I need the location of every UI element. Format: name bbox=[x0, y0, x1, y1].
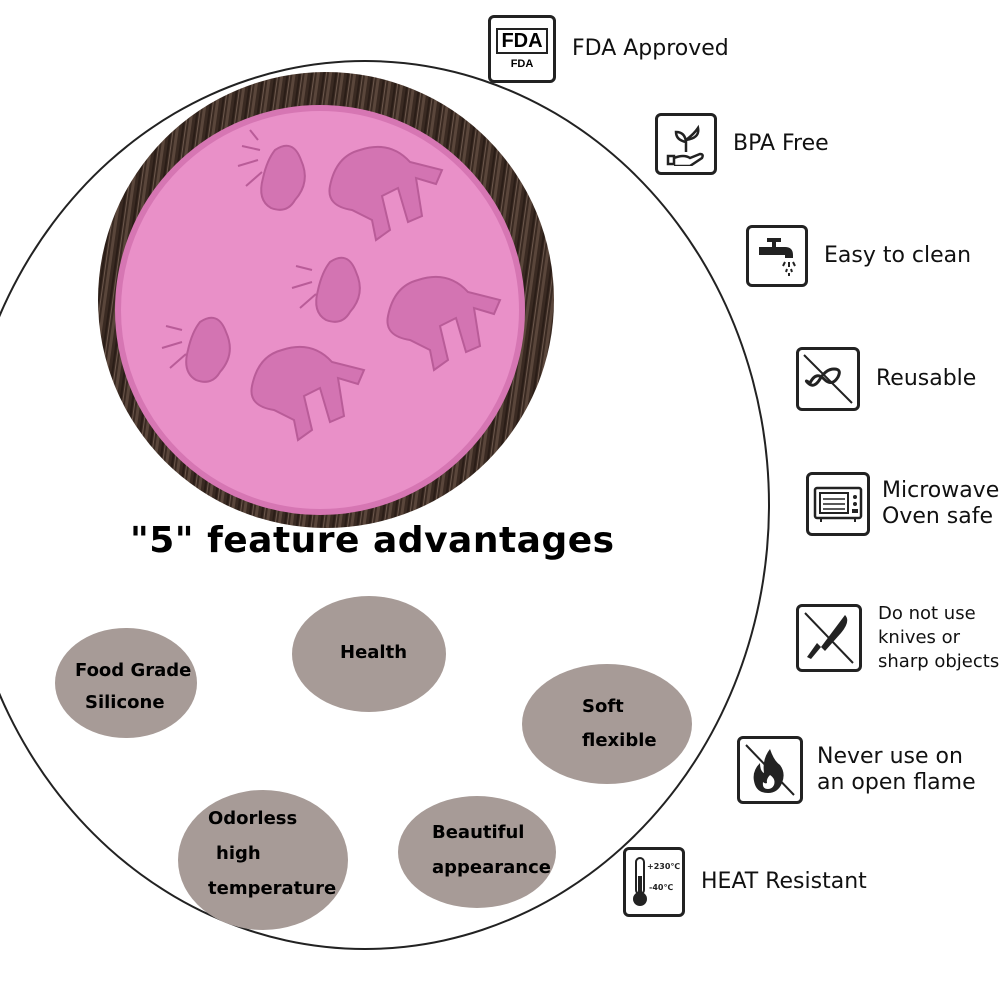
feature-heat-resistant: +230℃ -40℃ HEAT Resistant bbox=[623, 847, 867, 917]
outline-circle bbox=[0, 60, 770, 950]
advantage-line: Beautiful bbox=[432, 822, 525, 843]
feature-fda-approved: FDA FDA FDA Approved bbox=[488, 15, 729, 83]
advantage-line: Health bbox=[340, 642, 408, 663]
feature-label: Reusable bbox=[876, 366, 977, 391]
advantage-line: Odorless bbox=[208, 808, 298, 829]
headline: "5" feature advantages bbox=[130, 520, 615, 561]
feature-label: Never use on an open flame bbox=[817, 744, 976, 795]
deer-cavity bbox=[291, 256, 502, 372]
feature-easy-to-clean: Easy to clean bbox=[746, 225, 971, 287]
no-knife-icon bbox=[796, 604, 862, 672]
svg-text:-40℃: -40℃ bbox=[649, 883, 673, 892]
advantage-line: flexible bbox=[582, 730, 657, 751]
feature-bpa-free: BPA Free bbox=[655, 113, 829, 175]
feature-label: Easy to clean bbox=[824, 243, 972, 268]
feature-no-sharp-objects: Do not use knives or sharp objects bbox=[796, 602, 999, 674]
advantage-odorless: Odorless high temperature bbox=[178, 790, 348, 930]
advantage-line: high bbox=[216, 843, 261, 864]
feature-label: FDA Approved bbox=[572, 36, 729, 61]
feature-microwave-safe: Microwave Oven safe bbox=[806, 472, 999, 536]
deer-cavity bbox=[237, 129, 444, 242]
thermometer-icon: +230℃ -40℃ bbox=[623, 847, 685, 917]
advantage-beautiful: Beautiful appearance bbox=[398, 796, 556, 908]
advantage-food-grade: Food Grade Silicone bbox=[55, 628, 197, 738]
microwave-icon bbox=[806, 472, 870, 536]
feature-label: Do not use knives or sharp objects bbox=[878, 603, 1000, 672]
advantage-line: Silicone bbox=[85, 692, 165, 713]
reusable-icon bbox=[796, 347, 860, 411]
deer-cavity bbox=[161, 316, 366, 442]
feature-label: HEAT Resistant bbox=[701, 869, 867, 894]
advantage-line: Soft bbox=[582, 696, 624, 717]
advantage-line: appearance bbox=[432, 857, 551, 878]
advantage-line: temperature bbox=[208, 878, 337, 899]
feature-label: Microwave Oven safe bbox=[882, 478, 1000, 529]
feature-label: BPA Free bbox=[733, 131, 829, 156]
product-image bbox=[98, 72, 554, 528]
faucet-icon bbox=[746, 225, 808, 287]
bpa-free-icon bbox=[655, 113, 717, 175]
no-flame-icon bbox=[737, 736, 803, 804]
advantage-soft: Soft flexible bbox=[522, 664, 692, 784]
advantage-health: Health bbox=[292, 596, 446, 712]
advantage-line: Food Grade bbox=[75, 660, 192, 681]
svg-text:+230℃: +230℃ bbox=[647, 862, 680, 871]
fda-icon: FDA FDA bbox=[488, 15, 556, 83]
feature-no-open-flame: Never use on an open flame bbox=[737, 736, 976, 804]
feature-reusable: Reusable bbox=[796, 347, 976, 411]
